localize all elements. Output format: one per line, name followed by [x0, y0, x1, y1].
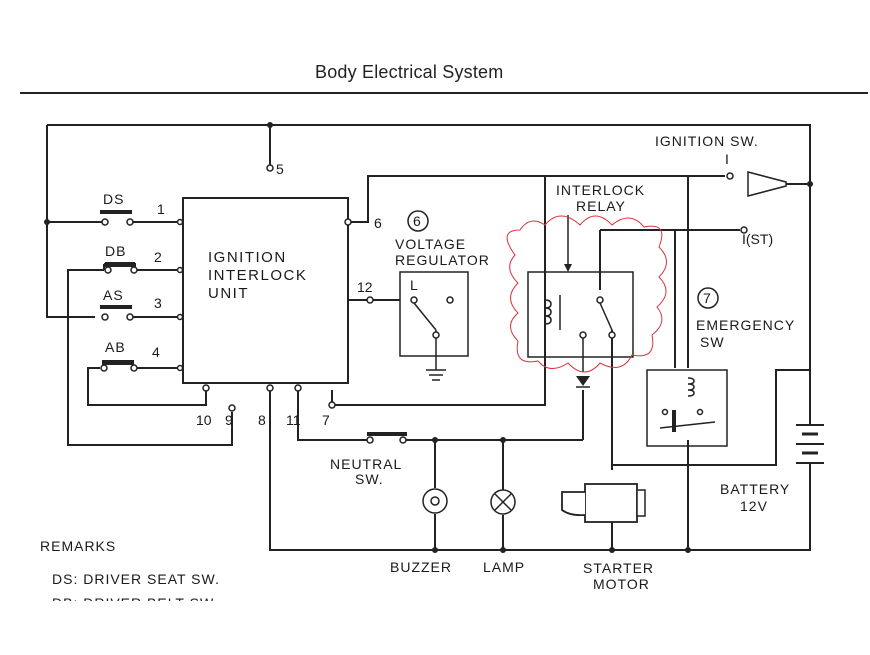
interlock-relay: INTERLOCK RELAY	[506, 182, 667, 388]
remark-item: DS: DRIVER SEAT SW.	[52, 571, 220, 587]
ignition-switch: IGNITION SW. I I(ST)	[655, 133, 813, 247]
seat-belt-switches: DS DB AS AB	[47, 191, 183, 372]
terminal-8: 8	[258, 412, 266, 428]
unit-label-line3: UNIT	[208, 285, 249, 302]
page-header: Body Electrical System	[20, 52, 868, 94]
regulator-label-line2: REGULATOR	[395, 252, 490, 268]
starter-label-line2: MOTOR	[593, 576, 650, 592]
emergency-label-line1: EMERGENCY	[696, 317, 795, 333]
battery: BATTERY 12V	[720, 400, 824, 514]
terminal-9: 9	[225, 412, 233, 428]
terminal-10: 10	[196, 412, 212, 428]
neutral-switch: NEUTRAL SW.	[330, 432, 407, 487]
regulator-terminal-l: L	[410, 277, 418, 293]
ignition-position-st: I(ST)	[742, 231, 773, 247]
terminal-4: 4	[152, 344, 160, 360]
main-wiring	[44, 122, 811, 553]
battery-label-line1: BATTERY	[720, 481, 790, 497]
highlight-cloud	[506, 215, 667, 373]
unit-label-line2: INTERLOCK	[208, 267, 307, 284]
terminal-6: 6	[374, 215, 382, 231]
as-switch-label: AS	[103, 287, 124, 303]
terminal-12: 12	[357, 279, 373, 295]
terminal-3: 3	[154, 295, 162, 311]
remarks: REMARKS DS: DRIVER SEAT SW. DB: DRIVER B…	[40, 538, 220, 611]
emergency-number: 7	[703, 290, 711, 306]
terminal-7: 7	[322, 412, 330, 428]
buzzer-label: BUZZER	[390, 559, 452, 575]
page-title: Body Electrical System	[315, 62, 504, 82]
terminal-numbers: 1 2 3 4 5 6 7 8 9 10 11 12	[152, 161, 400, 428]
terminal-5: 5	[276, 161, 284, 177]
ignition-interlock-unit: IGNITION INTERLOCK UNIT	[182, 197, 349, 384]
emergency-switch: 7 EMERGENCY SW	[646, 287, 795, 447]
ds-switch-label: DS	[103, 191, 124, 207]
starter-motor: STARTER MOTOR	[561, 483, 654, 592]
lamp: LAMP	[483, 489, 525, 575]
terminal-1: 1	[157, 201, 165, 217]
ab-switch-label: AB	[105, 339, 126, 355]
voltage-regulator: 6 VOLTAGE REGULATOR L	[395, 210, 490, 381]
regulator-label-line1: VOLTAGE	[395, 236, 466, 252]
neutral-label-line2: SW.	[355, 471, 384, 487]
terminal-11: 11	[286, 412, 301, 428]
db-switch-label: DB	[105, 243, 126, 259]
lamp-label: LAMP	[483, 559, 525, 575]
starter-label-line1: STARTER	[583, 560, 654, 576]
buzzer: BUZZER	[390, 488, 452, 575]
ignition-position-1: I	[725, 151, 729, 167]
remarks-title: REMARKS	[40, 538, 116, 554]
remark-item: DB: DRIVER BELT SW.	[52, 595, 218, 611]
relay-label-line2: RELAY	[576, 198, 626, 214]
ignition-switch-label: IGNITION SW.	[655, 133, 759, 149]
relay-label-line1: INTERLOCK	[556, 182, 645, 198]
regulator-number: 6	[413, 213, 421, 229]
neutral-label-line1: NEUTRAL	[330, 456, 402, 472]
unit-label-line1: IGNITION	[208, 249, 287, 266]
terminal-2: 2	[154, 249, 162, 265]
emergency-label-line2: SW	[700, 334, 725, 350]
battery-label-line2: 12V	[740, 498, 768, 514]
